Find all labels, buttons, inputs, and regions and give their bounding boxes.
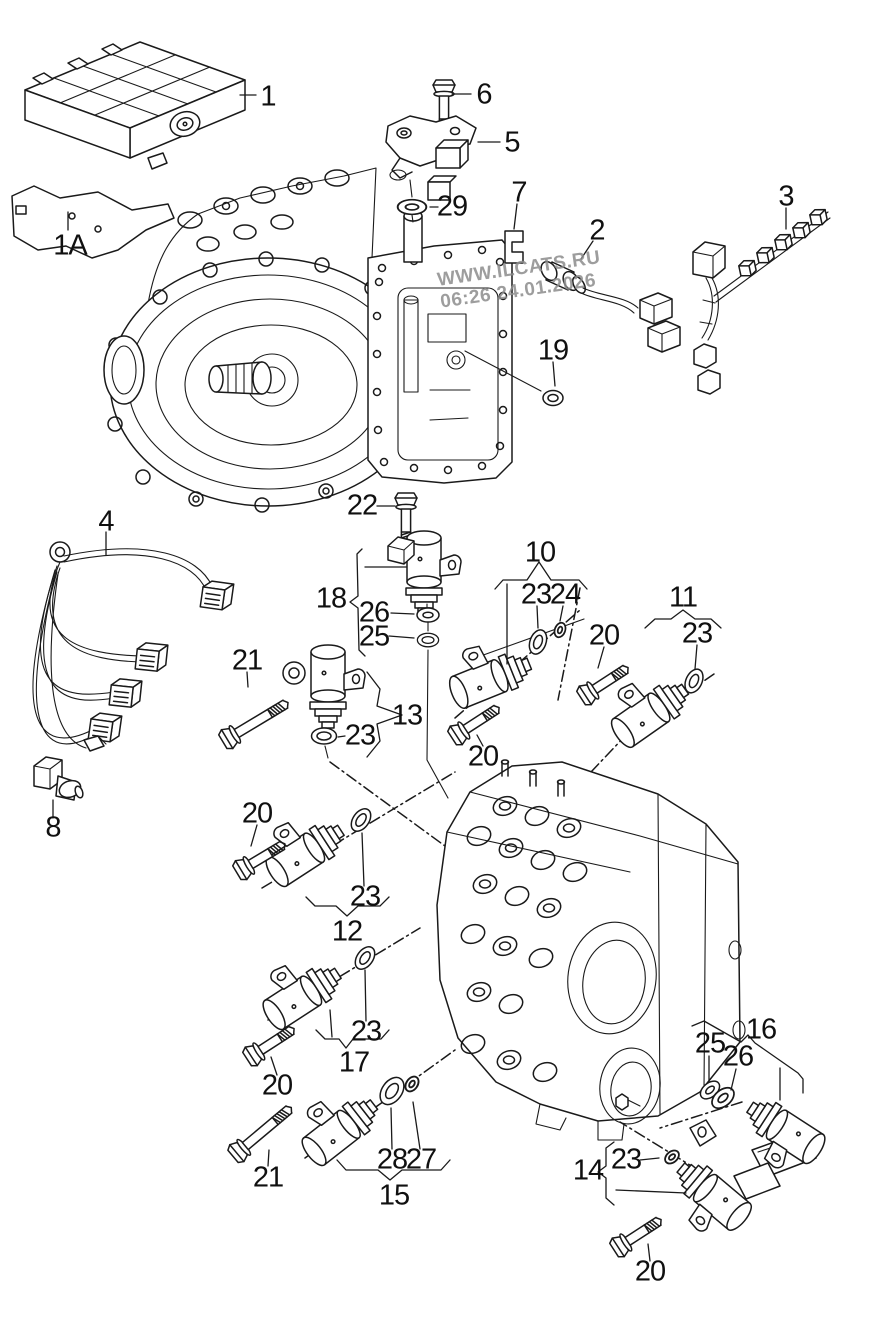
clip-7 [504, 230, 524, 264]
callout-1[interactable]: 1 [260, 80, 276, 113]
callout-24[interactable]: 24 [549, 578, 581, 611]
sensor-bracket-5 [385, 79, 477, 223]
harness-4 [32, 541, 235, 752]
callout-23-6[interactable]: 23 [610, 1143, 642, 1176]
leader-lines [52, 93, 804, 1262]
callout-27[interactable]: 27 [405, 1143, 437, 1176]
sensor-8 [33, 756, 84, 801]
callout-29[interactable]: 29 [436, 190, 468, 223]
callout-6[interactable]: 6 [476, 78, 492, 111]
housing-top-bosses [177, 169, 350, 252]
solenoid-18-group [387, 492, 462, 799]
callout-7[interactable]: 7 [511, 176, 527, 209]
callout-23-4[interactable]: 23 [349, 880, 381, 913]
valve-body-bores [460, 795, 588, 1083]
callout-20-3[interactable]: 20 [241, 797, 273, 830]
harness-3 [692, 206, 831, 395]
callout-16[interactable]: 16 [745, 1013, 777, 1046]
callout-8[interactable]: 8 [45, 811, 61, 844]
valve-body-studs [500, 759, 566, 797]
ecu-bracket [11, 185, 175, 259]
callout-3[interactable]: 3 [778, 180, 794, 213]
callout-14[interactable]: 14 [572, 1154, 604, 1187]
gear-case [367, 210, 513, 484]
callout-11[interactable]: 11 [668, 581, 698, 614]
callout-15[interactable]: 15 [378, 1179, 410, 1212]
callout-28[interactable]: 28 [376, 1143, 408, 1176]
solenoid-13-group [216, 644, 366, 759]
callout-4[interactable]: 4 [98, 505, 114, 538]
control-unit [24, 41, 246, 170]
callout-22[interactable]: 22 [346, 489, 378, 522]
callout-12[interactable]: 12 [331, 915, 363, 948]
valve-body [436, 759, 746, 1141]
callout-26[interactable]: 26 [358, 596, 390, 629]
callout-20-2[interactable]: 20 [467, 740, 499, 773]
callout-25[interactable]: 25 [358, 620, 390, 653]
solenoid-10-group [437, 618, 585, 749]
callout-23[interactable]: 23 [520, 578, 552, 611]
callout-2[interactable]: 2 [589, 214, 605, 247]
callout-20-4[interactable]: 20 [261, 1069, 293, 1102]
callout-19[interactable]: 19 [537, 334, 569, 367]
callout-25-2[interactable]: 25 [694, 1027, 726, 1060]
callout-23-2[interactable]: 23 [681, 617, 713, 650]
input-shaft [208, 353, 299, 407]
callout-13[interactable]: 13 [391, 699, 423, 732]
callout-21[interactable]: 21 [231, 644, 263, 677]
sensor-2 [540, 260, 681, 353]
callout-20[interactable]: 20 [588, 619, 620, 652]
callout-5[interactable]: 5 [504, 126, 520, 159]
solenoid-14-group [607, 1119, 781, 1261]
callout-21-2[interactable]: 21 [252, 1161, 284, 1194]
transmission-housing [103, 167, 513, 513]
callout-10[interactable]: 10 [524, 536, 556, 569]
callout-23-3[interactable]: 23 [344, 719, 376, 752]
housing-lobe [103, 335, 145, 405]
ring-19 [464, 350, 564, 407]
callout-20-5[interactable]: 20 [634, 1255, 666, 1288]
callout-26-2[interactable]: 26 [722, 1040, 754, 1073]
callout-1A[interactable]: 1A [53, 229, 87, 262]
callout-18[interactable]: 18 [315, 582, 347, 615]
callout-17[interactable]: 17 [338, 1046, 370, 1079]
callout-23-5[interactable]: 23 [350, 1015, 382, 1048]
